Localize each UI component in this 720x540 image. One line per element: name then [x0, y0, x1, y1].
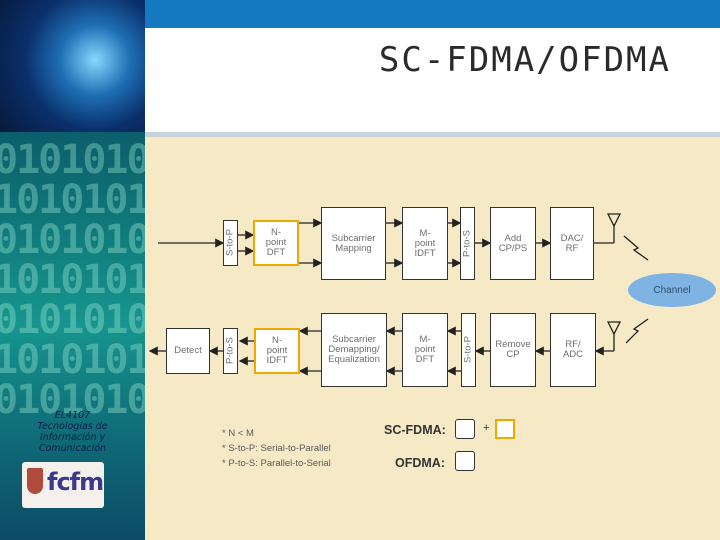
sidebar: 0101010110101010101101010101101010101011… [0, 0, 145, 540]
rx-n-point-idft-block: N- point IDFT [254, 328, 300, 374]
header-photo [0, 0, 145, 132]
note-s-to-p: * S-to-P: Serial-to-Parallel [222, 443, 331, 454]
rx-subcarrier-demapping-block: Subcarrier Demapping/ Equalization [321, 313, 387, 387]
rx-parallel-to-serial-block: P-to-S [223, 328, 238, 374]
binary-pattern: 0101010110101010101101010101101010101011… [0, 137, 145, 423]
course-name-line3: Comunicación [38, 443, 107, 454]
slide-title: SC-FDMA/OFDMA [378, 40, 671, 80]
fcfm-logo: fcfm [22, 462, 104, 508]
header-divider [145, 132, 720, 137]
header-bar [145, 0, 720, 132]
tx-dac-rf-block: DAC/ RF [550, 207, 594, 280]
course-label: EL4107 Tecnologías de Información y Comu… [0, 410, 145, 454]
legend-dft-block-icon [495, 419, 515, 439]
tx-m-point-idft-block: M- point IDFT [402, 207, 448, 280]
tx-add-cp-block: Add CP/PS [490, 207, 536, 280]
tx-parallel-to-serial-block: P-to-S [460, 207, 475, 280]
tx-subcarrier-mapping-block: Subcarrier Mapping [321, 207, 386, 280]
logo-text: fcfm [47, 468, 104, 496]
university-seal-icon [27, 468, 43, 494]
rx-m-point-dft-block: M- point DFT [402, 313, 448, 387]
course-name-line1: Tecnologías de [37, 421, 108, 432]
legend-plus: + [483, 422, 490, 434]
channel-ellipse: Channel [628, 273, 716, 307]
rx-remove-cp-block: Remove CP [490, 313, 536, 387]
legend-ofdma-label: OFDMA: [395, 456, 445, 470]
tx-serial-to-parallel-block: S-to-P [223, 220, 238, 266]
footnotes: * N < M * S-to-P: Serial-to-Parallel * P… [222, 426, 331, 471]
rx-serial-to-parallel-block: S-to-P [461, 313, 476, 387]
course-code: EL4107 [54, 410, 91, 421]
rx-rf-adc-block: RF/ ADC [550, 313, 596, 387]
rx-detect-block: Detect [166, 328, 210, 374]
course-name-line2: Información y [39, 432, 106, 443]
legend-scfdma-label: SC-FDMA: [384, 423, 446, 437]
note-p-to-s: * P-to-S: Parallel-to-Serial [222, 458, 331, 469]
tx-n-point-dft-block: N- point DFT [253, 220, 299, 266]
legend-ofdma-block-icon [455, 451, 475, 471]
note-n-less-than-m: * N < M [222, 428, 254, 439]
legend-scfdma-block-icon [455, 419, 475, 439]
